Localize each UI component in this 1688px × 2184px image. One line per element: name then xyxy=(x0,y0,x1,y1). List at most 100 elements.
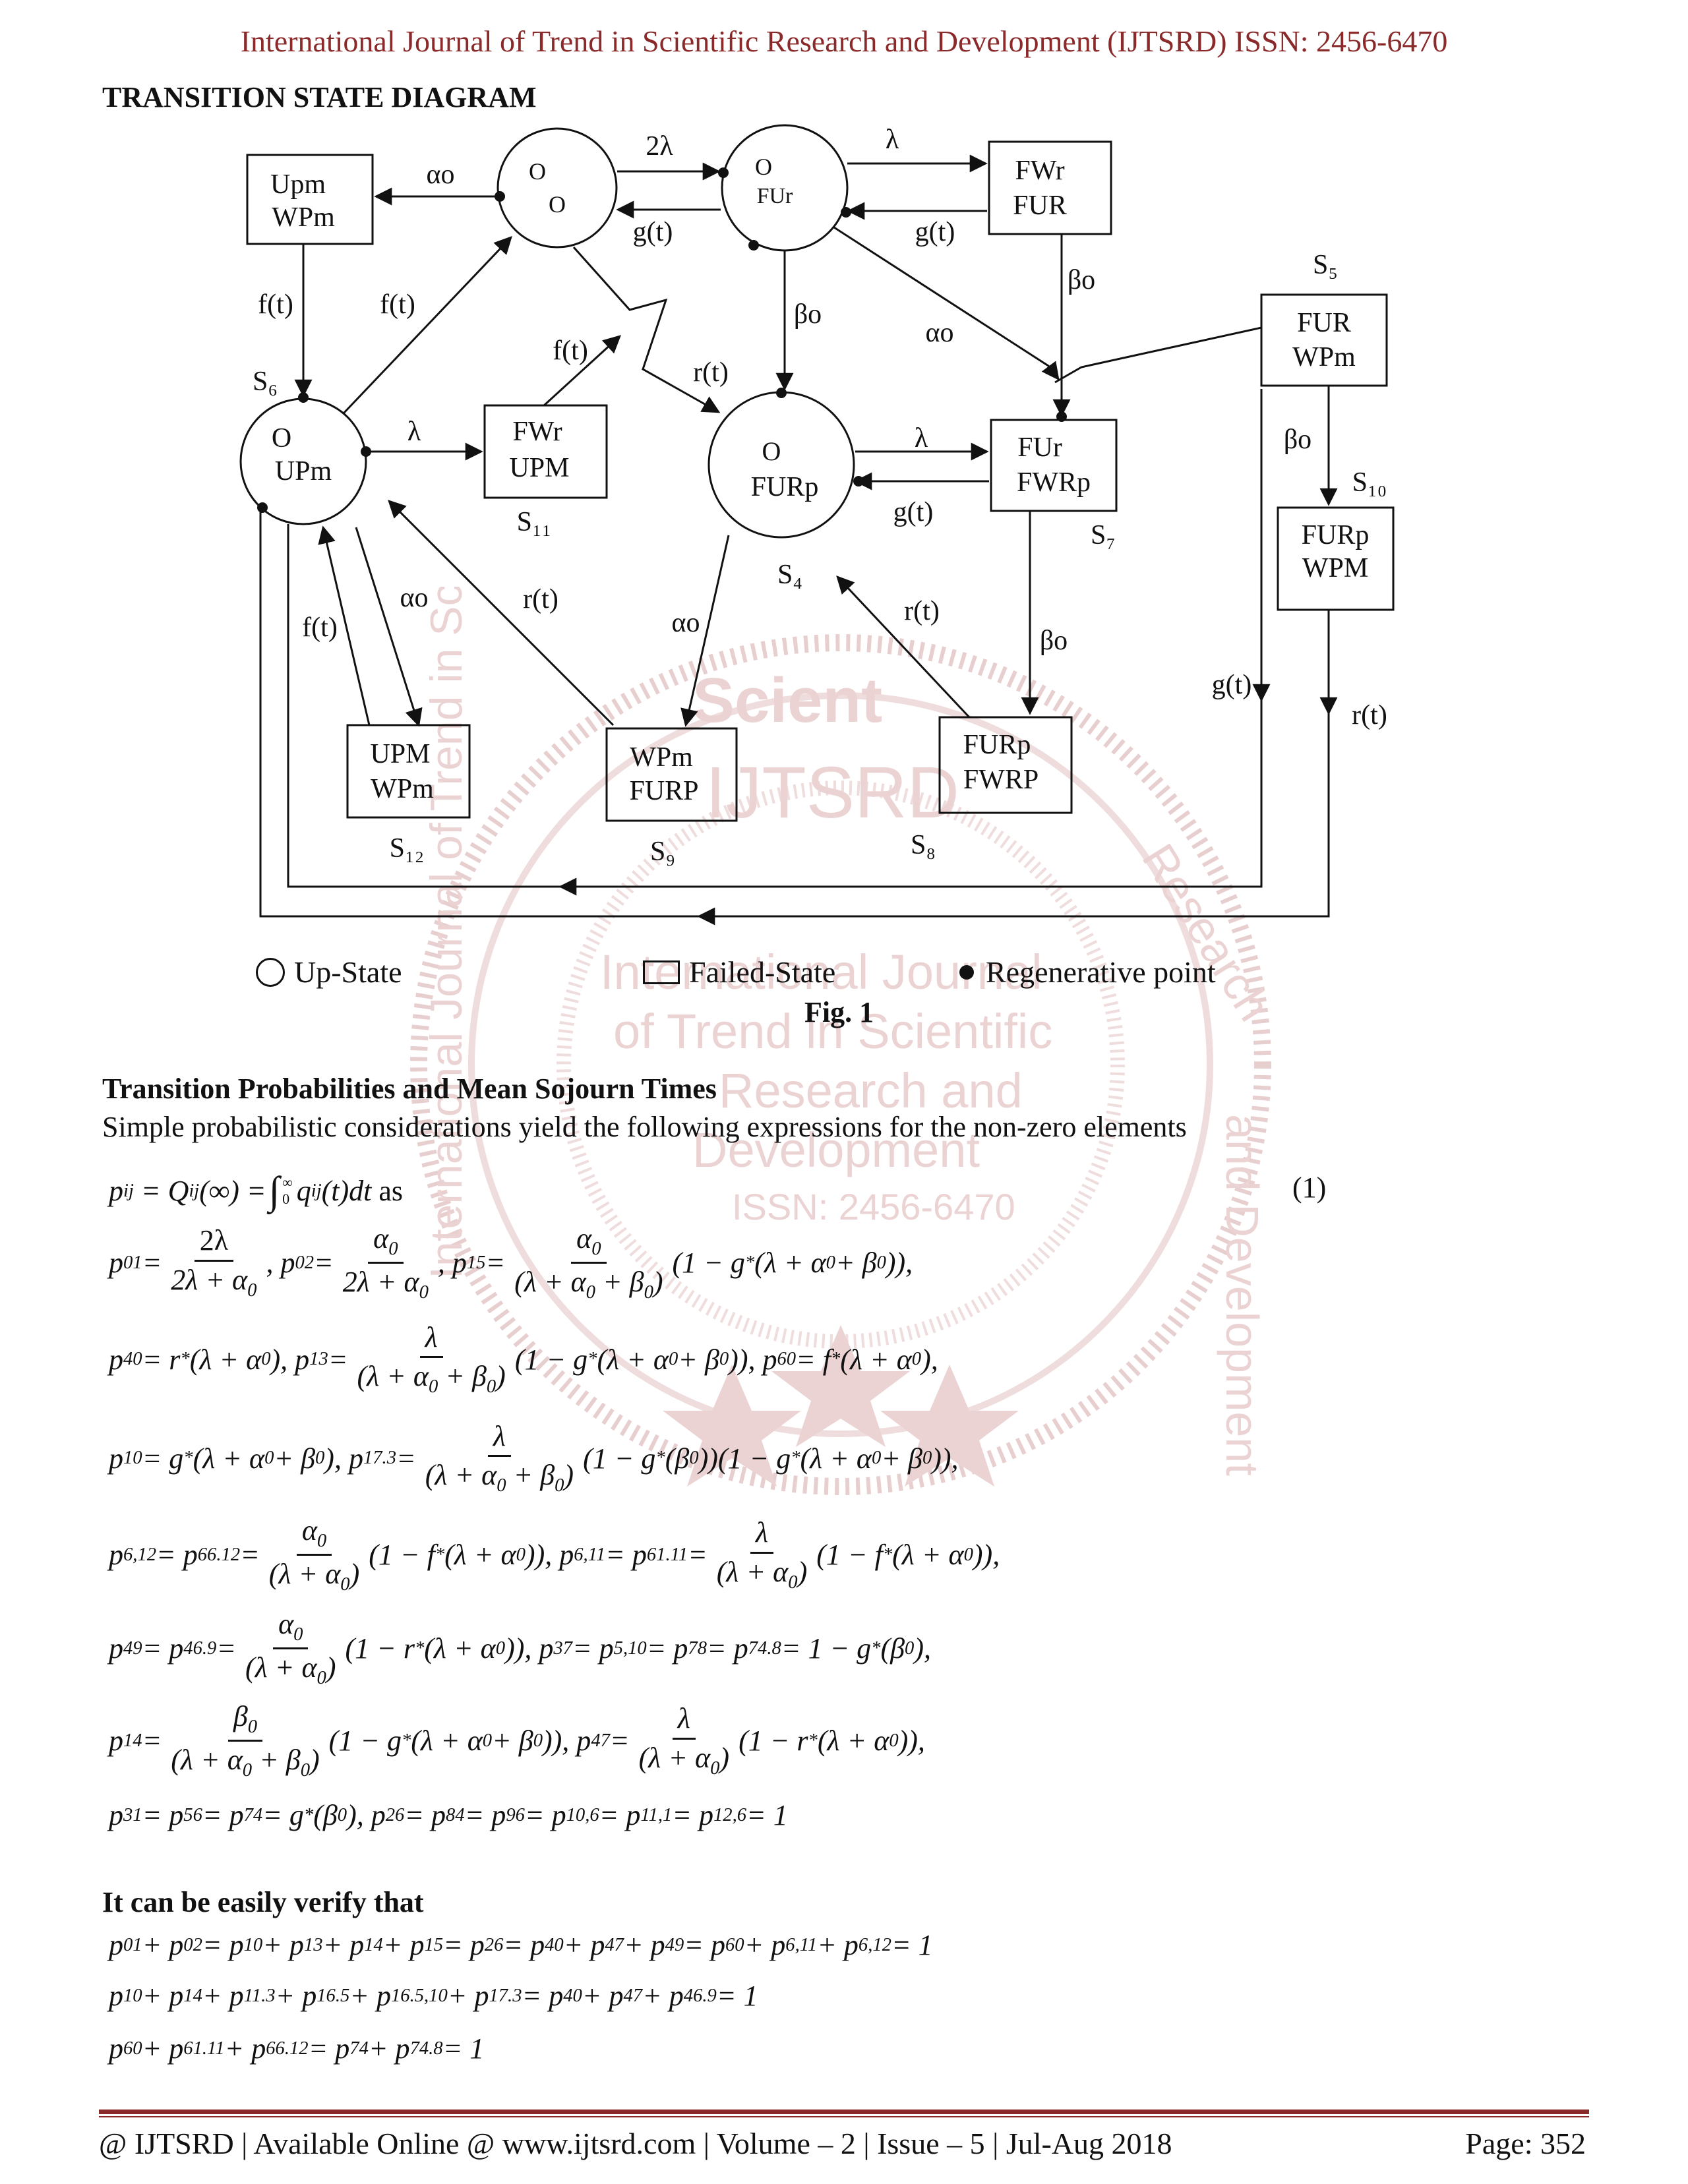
edge-loop-outer xyxy=(259,504,1330,918)
state-text-s10-1: FURp xyxy=(1302,520,1370,550)
regen-point xyxy=(361,446,371,457)
legend-regenerative-label: Regenerative point xyxy=(986,955,1216,989)
edge-label-beta-s3: βo xyxy=(1068,265,1095,295)
intro-text: Simple probabilistic considerations yiel… xyxy=(102,1111,1187,1143)
figure-caption: Fig. 1 xyxy=(804,996,874,1028)
edge-label-f-t-left: f(t) xyxy=(258,289,293,320)
edge-label-alpha-s4: αo xyxy=(671,608,700,638)
edge-label-g-t-right: g(t) xyxy=(1212,670,1252,700)
footer-page-number: Page: 352 xyxy=(1465,2127,1586,2160)
edge-s5-to-s7-link xyxy=(1054,326,1262,384)
state-box-s10 xyxy=(1277,506,1395,611)
regen-point xyxy=(298,392,309,403)
edge-label-beta-s5: βo xyxy=(1284,425,1311,455)
edge-label-r-t-center: r(t) xyxy=(693,357,729,388)
footer-rule xyxy=(99,2110,1589,2114)
edge-label-two-lambda: 2λ xyxy=(646,131,673,162)
regen-point xyxy=(257,502,268,513)
edge-label-g-t-top: g(t) xyxy=(633,217,673,247)
edge-label-f-t-center: f(t) xyxy=(553,336,588,366)
state-label-s5: S₅ xyxy=(1313,250,1338,280)
up-state-circle-icon xyxy=(256,957,285,987)
legend-failed-state: Failed-State xyxy=(643,955,835,989)
watermark-word-7: ISSN: 2456-6470 xyxy=(732,1186,1015,1227)
state-text-s6-2: UPm xyxy=(275,456,332,487)
state-label-s6: S₆ xyxy=(253,367,278,397)
edge-s6-to-s0 xyxy=(342,236,512,415)
legend-up-state-label: Up-State xyxy=(294,955,402,989)
edge-s9-to-s6 xyxy=(388,500,615,726)
equation-number: (1) xyxy=(1292,1171,1327,1204)
journal-header: International Journal of Trend in Scient… xyxy=(240,24,1448,58)
state-text-s12-1: UPM xyxy=(370,739,430,769)
regen-point xyxy=(853,476,864,487)
edge-s8-to-s4 xyxy=(836,576,971,719)
regen-point xyxy=(776,388,787,398)
state-label-s12: S₁₂ xyxy=(390,833,425,864)
state-text-s9-1: WPm xyxy=(630,742,693,773)
edge-s0-to-s4 xyxy=(572,246,721,413)
state-text-s4-2: FURp xyxy=(751,472,819,502)
state-text-s12-2: WPm xyxy=(371,774,434,804)
edge-label-r-t-right: r(t) xyxy=(1352,700,1387,730)
edge-loop-inner xyxy=(287,389,1263,888)
regen-point xyxy=(718,167,729,178)
edge-label-beta-s1: βo xyxy=(794,299,822,330)
edge-label-lambda-s4: λ xyxy=(915,423,928,454)
state-text-s11-2: UPM xyxy=(509,453,569,483)
edge-label-lambda-top: λ xyxy=(886,125,899,155)
state-label-s7: S₇ xyxy=(1091,520,1116,550)
state-box-s3 xyxy=(988,140,1112,235)
legend-failed-state-label: Failed-State xyxy=(689,955,836,989)
regen-point xyxy=(841,207,851,218)
watermark-word-9: and Development xyxy=(1217,1114,1268,1476)
edge-s4-to-s9 xyxy=(680,535,730,727)
edge-label-alpha-s1: αo xyxy=(925,318,953,348)
state-label-s8: S₈ xyxy=(911,830,936,860)
state-text-s8-1: FURp xyxy=(963,730,1031,760)
failed-state-box-icon xyxy=(643,960,680,984)
regen-point xyxy=(495,191,505,202)
state-text-s8-2: FWRP xyxy=(963,765,1039,795)
edge-label-g-t-s4: g(t) xyxy=(893,497,934,527)
state-text-s6-1: O xyxy=(272,423,291,454)
state-box-s8 xyxy=(938,716,1073,814)
edge-label-beta-s7: βo xyxy=(1040,626,1068,656)
state-text-s3-2: FUR xyxy=(1013,191,1067,221)
edge-s12-to-s6 xyxy=(318,525,371,726)
section-heading-transition-prob: Transition Probabilities and Mean Sojour… xyxy=(102,1073,717,1105)
edge-label-g-t-top2: g(t) xyxy=(915,217,955,247)
section-heading-verify: It can be easily verify that xyxy=(102,1886,424,1918)
state-circle-s4 xyxy=(708,391,855,539)
regen-point xyxy=(748,240,759,251)
edge-label-r-t-s9: r(t) xyxy=(523,584,558,614)
state-text-s10-2: WPM xyxy=(1302,553,1368,583)
state-text-upm-wpm-2: WPm xyxy=(272,202,335,233)
state-label-s10: S₁₀ xyxy=(1352,467,1387,498)
state-text-s5-1: FUR xyxy=(1297,308,1351,338)
footer-rule-thin xyxy=(99,2116,1589,2117)
edge-label-alpha-top: αo xyxy=(426,160,454,190)
state-label-s9: S₉ xyxy=(650,837,675,867)
state-box-s7 xyxy=(990,419,1118,512)
state-text-s1-1: O xyxy=(755,154,772,180)
edge-label-lambda-s6: λ xyxy=(407,417,421,447)
transition-state-diagram: Upm WPm O O O FUr FWr FUR FUR WPm O UPm … xyxy=(239,124,1395,926)
edge-s11-to-s0 xyxy=(543,335,621,407)
state-box-s9 xyxy=(605,727,738,822)
state-text-s11-1: FWr xyxy=(512,417,562,447)
state-text-s3-1: FWr xyxy=(1015,156,1064,186)
state-label-s4: S₄ xyxy=(777,560,802,590)
state-box-s5 xyxy=(1260,293,1388,387)
edge-label-f-t-mid: f(t) xyxy=(380,289,415,320)
